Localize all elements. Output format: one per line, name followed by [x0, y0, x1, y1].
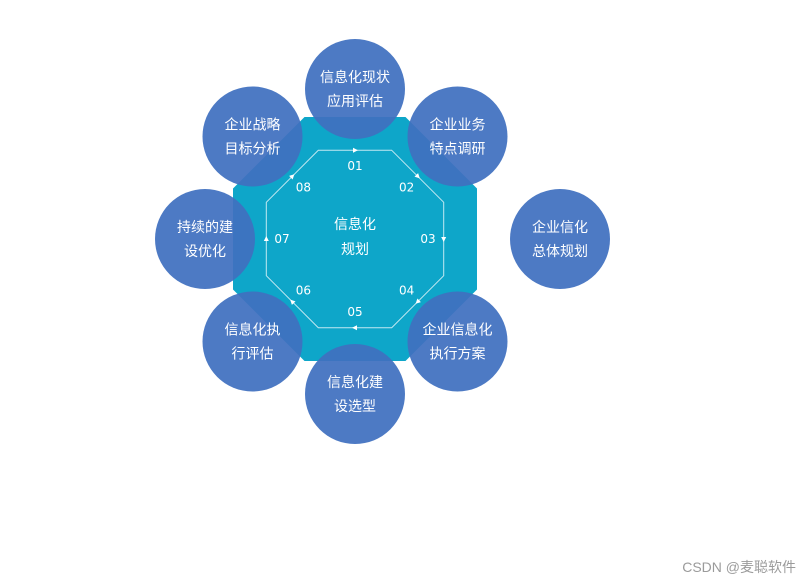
step-number-05: 05: [347, 305, 362, 319]
step-number-04: 04: [399, 284, 414, 298]
step-label-line2: 应用评估: [327, 93, 383, 110]
step-number-01: 01: [347, 159, 362, 173]
step-label-line1: 企业业务: [430, 117, 486, 134]
step-number-06: 06: [296, 284, 311, 298]
step-number-07: 07: [274, 232, 289, 246]
arrow-icon: [353, 147, 358, 153]
arrow-icon: [441, 237, 447, 242]
step-number-08: 08: [296, 180, 311, 194]
arrow-icon: [414, 173, 420, 179]
step-label-line1: 企业战略: [225, 117, 281, 134]
step-circle: [202, 86, 303, 187]
step-circle: [305, 344, 405, 444]
step-label-line2: 行评估: [232, 347, 274, 363]
arrow-icon: [263, 236, 269, 241]
arrow-icon: [352, 325, 357, 331]
step-circle: [305, 39, 405, 139]
step-label-line1: 信息化现状: [320, 69, 390, 86]
step-label-line2: 目标分析: [225, 142, 281, 158]
cycle-arrows: [263, 147, 447, 331]
step-label-line1: 持续的建: [177, 219, 233, 236]
step-label-line1: 企业信化: [532, 219, 588, 236]
outer-octagon: [233, 117, 477, 361]
center-label: 信息化 规划: [311, 213, 399, 263]
step-numbers: 01 02 03 04 05 06 07 08: [274, 159, 435, 319]
step-label-line1: 信息化建: [327, 374, 383, 391]
step-circle: [155, 189, 255, 289]
step-number-03: 03: [420, 232, 435, 246]
arrow-icon: [415, 298, 421, 304]
watermark: CSDN @麦聪软件: [682, 559, 796, 575]
step-label-line1: 企业信息化: [423, 322, 493, 339]
step-number-02: 02: [399, 180, 414, 194]
step-circle: [510, 189, 610, 289]
center-label-line2: 规划: [341, 242, 369, 258]
step-label-line2: 总体规划: [532, 244, 588, 260]
step-label-line2: 特点调研: [430, 142, 486, 158]
step-label-line2: 设选型: [334, 399, 376, 415]
inner-octagon: [265, 149, 445, 329]
arrow-icon: [289, 174, 295, 180]
step-label-line2: 执行方案: [430, 346, 486, 363]
arrow-icon: [290, 299, 296, 305]
step-circle: [407, 86, 508, 187]
step-label-line1: 信息化执: [225, 322, 281, 339]
center-label-line1: 信息化: [334, 217, 376, 233]
step-circle: [407, 291, 508, 392]
step-label-line2: 设优化: [184, 244, 226, 260]
step-circle: [202, 291, 303, 392]
step-circles: 信息化现状应用评估企业业务特点调研企业信化总体规划企业信息化执行方案信息化建设选…: [155, 39, 610, 444]
